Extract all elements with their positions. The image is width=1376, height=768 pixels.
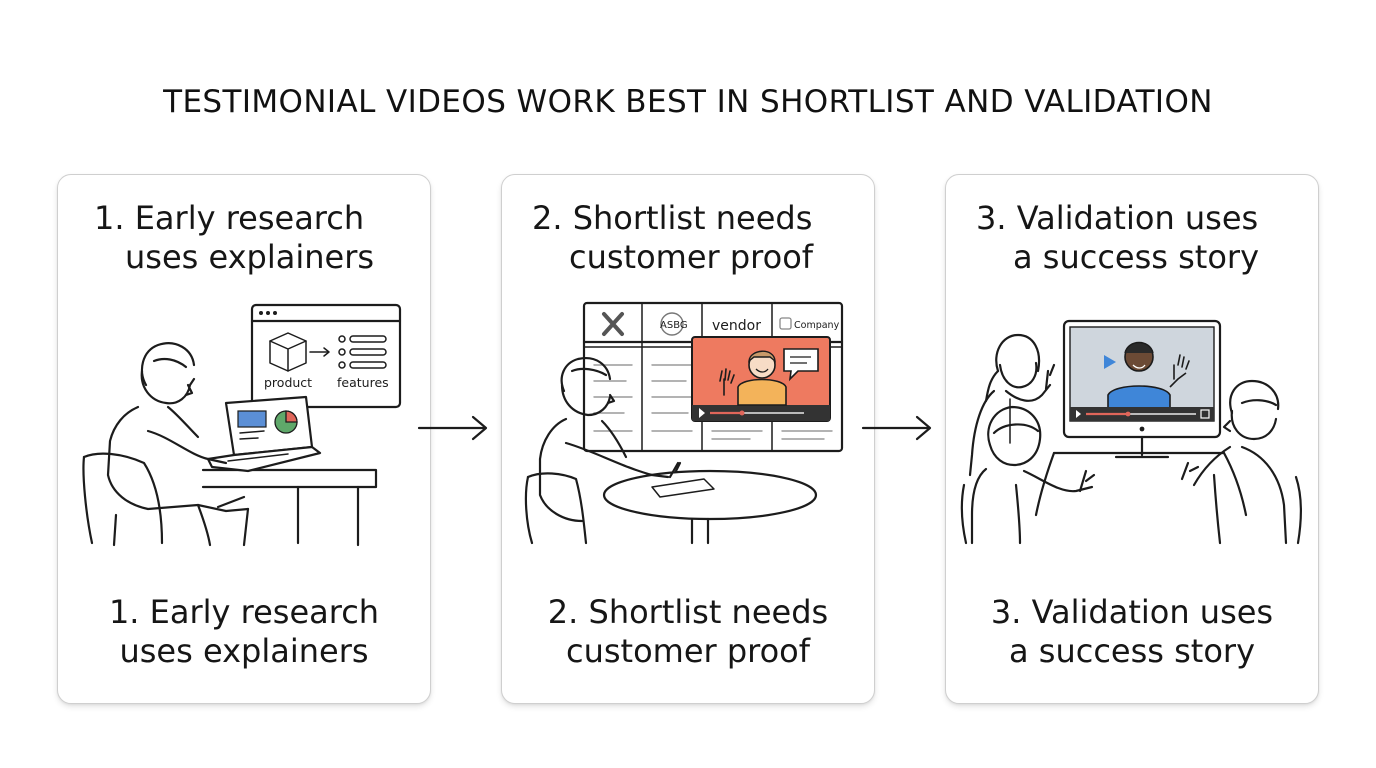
step-heading: 2. Shortlist needs customer proof [502,199,874,277]
logo-asbg: ASBG [660,312,688,336]
person-seated-left [960,405,1096,545]
svg-text:Company: Company [794,320,840,331]
step-heading-line-2: a success story [1013,238,1260,276]
logo-company: Company [779,317,840,331]
step-caption-line-1: 2. Shortlist needs [547,593,829,631]
logo-x-icon [602,312,624,336]
laptop-icon [206,395,322,473]
person-seated-right [1180,379,1302,545]
step-card-validation: 3. Validation uses a success story [945,174,1319,704]
feature-list-icon [338,335,387,369]
step-caption: 2. Shortlist needs customer proof [502,593,874,671]
step-card-shortlist: 2. Shortlist needs customer proof [501,174,875,704]
arrow-small [309,347,330,357]
box-icon [269,332,307,372]
step-card-early-research: 1. Early research uses explainers [57,174,431,704]
illustration-researcher-at-laptop: product features [82,303,402,547]
step-heading-line-1: 1. Early research [94,199,365,237]
step-caption-line-1: 3. Validation uses [990,593,1274,631]
monitor-icon [1062,319,1222,459]
arrow-right-icon [417,415,488,441]
browser-window-icon [250,303,402,409]
step-caption-line-2: a success story [1008,632,1255,670]
arrow-right-icon [861,415,932,441]
step-heading: 3. Validation uses a success story [946,199,1318,277]
step-caption-line-2: customer proof [565,632,811,670]
step-heading-line-1: 2. Shortlist needs [532,199,813,237]
step-heading-line-1: 3. Validation uses [976,199,1259,237]
step-caption-line-2: uses explainers [119,632,369,670]
product-label: product [264,375,312,390]
person-reviewer [538,357,682,523]
step-caption: 1. Early research uses explainers [58,593,430,671]
page-title: TESTIMONIAL VIDEOS WORK BEST IN SHORTLIS… [163,84,1213,120]
illustration-vendor-comparison: ASBG vendor Company [524,301,844,545]
logo-vendor: vendor [712,318,761,334]
step-heading-line-2: uses explainers [125,238,375,276]
pie-chart-icon [274,410,298,434]
step-caption: 3. Validation uses a success story [946,593,1318,671]
features-label: features [337,375,389,390]
speech-bubble-icon [783,348,819,382]
play-icon [1104,355,1116,369]
step-caption-line-1: 1. Early research [108,593,380,631]
illustration-team-watching-video [960,319,1302,545]
step-heading: 1. Early research uses explainers [58,199,430,277]
person-researcher [106,342,250,547]
svg-text:ASBG: ASBG [660,320,688,331]
step-heading-line-2: customer proof [569,238,814,276]
person-presenter [968,333,1056,477]
testimonial-video-player [691,336,831,422]
